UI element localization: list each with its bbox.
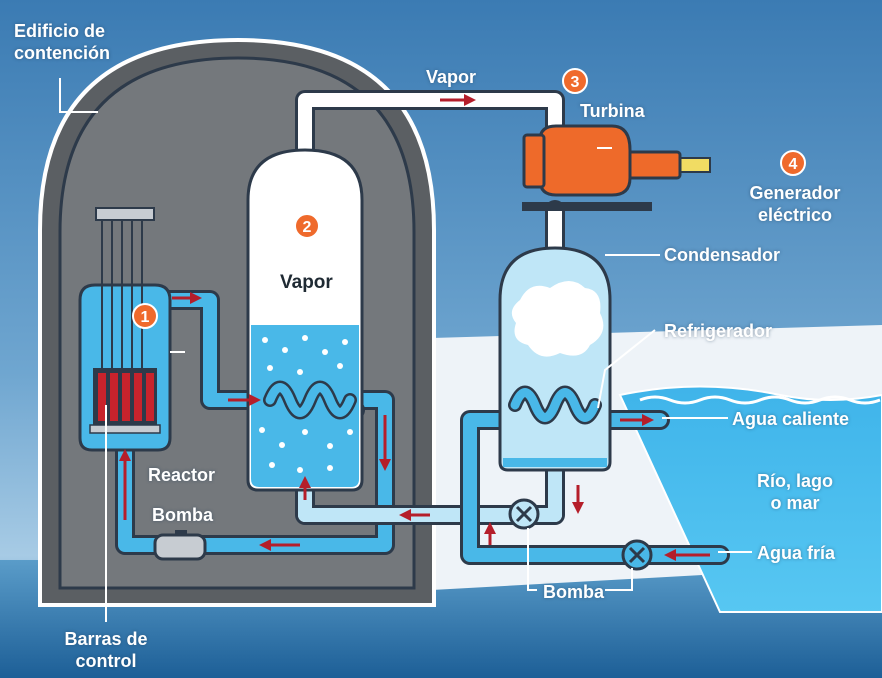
- primary-pump-label: Bomba: [152, 505, 214, 525]
- generator-badge: 4: [780, 150, 806, 176]
- secondary-pump: [508, 498, 540, 530]
- reactor-label: Reactor: [148, 465, 216, 485]
- containment-building-label: Edificio de contención: [14, 21, 111, 63]
- turbine-badge: 3: [562, 68, 588, 94]
- condenser-label: Condensador: [664, 245, 781, 265]
- turbine-label: Turbina: [580, 101, 645, 121]
- river-lake-sea: [618, 385, 882, 613]
- primary-pump: [153, 530, 207, 561]
- secondary-pump-label: Bomba: [543, 582, 605, 602]
- river-label: Río, lago o mar: [757, 471, 833, 513]
- hot-water-label: Agua caliente: [732, 409, 850, 429]
- turbine-assembly: [522, 124, 711, 211]
- leader-lines: [59, 78, 752, 622]
- refrigerator-label: Refrigerador: [664, 321, 773, 341]
- generator-label: Generador eléctrico: [749, 183, 841, 225]
- control-rods-label: Barras de control: [64, 629, 148, 671]
- steam-generator-vapor-label: Vapor: [280, 272, 333, 293]
- condenser: [498, 246, 612, 472]
- flow-arrows: [119, 94, 710, 561]
- reactor-badge: 1: [132, 303, 158, 329]
- steam-generator: [246, 148, 364, 492]
- cold-water-label: Agua fría: [757, 543, 836, 563]
- steam-generator-badge: 2: [294, 213, 320, 239]
- cooling-pump: [621, 539, 653, 571]
- vapor-pipe-label: Vapor: [426, 67, 477, 87]
- water-waves: [639, 395, 881, 405]
